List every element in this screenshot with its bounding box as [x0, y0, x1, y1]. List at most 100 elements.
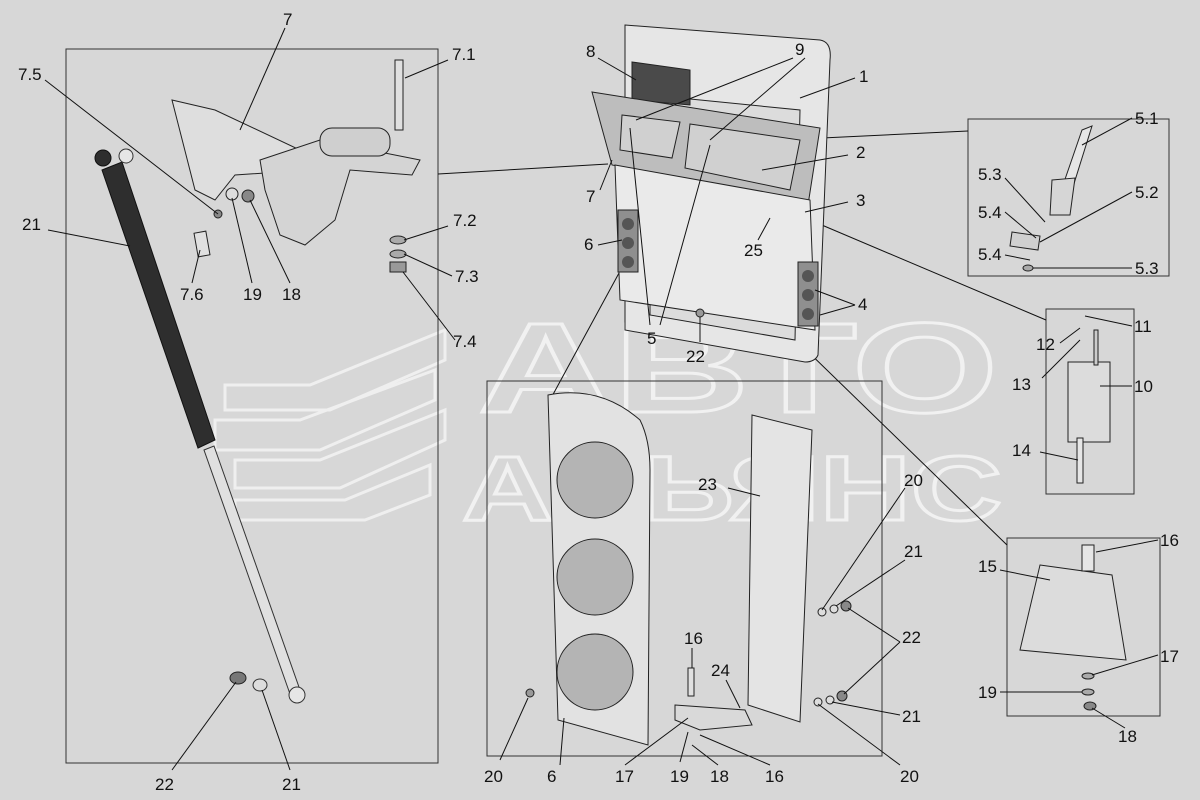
label-5: 5: [647, 329, 656, 348]
bolt-16-right: [1081, 544, 1095, 572]
label-7-4: 7.4: [453, 332, 477, 351]
label-18-hinge: 18: [282, 285, 301, 304]
group-frames: [65, 48, 1170, 764]
leader-5-2: [1039, 191, 1133, 243]
label-5-2: 5.2: [1135, 183, 1159, 202]
strut-top-ball: [118, 148, 134, 164]
label-5-1: 5.1: [1135, 109, 1159, 128]
leader-7-1: [404, 59, 449, 79]
leader-8: [597, 57, 637, 81]
bracket-group-10: [1067, 329, 1111, 484]
lock-group-5: [1009, 125, 1093, 272]
label-19-right: 19: [978, 683, 997, 702]
label-6-bottom: 6: [547, 767, 556, 786]
light-left-2: [622, 237, 634, 249]
leader-2: [761, 154, 849, 171]
leader-21-lower: [831, 701, 901, 716]
leader-15: [999, 569, 1051, 581]
leader-4a: [814, 289, 856, 306]
leader-5-4b: [1004, 254, 1031, 261]
label-21-mid: 21: [904, 542, 923, 561]
pin-7-6: [193, 230, 211, 258]
link-line-6-frame: [549, 261, 626, 401]
bolt-7-1: [394, 59, 404, 131]
leader-22-mid-a: [847, 607, 901, 643]
strut-and-hinge-group: [94, 59, 421, 704]
leader-3: [804, 201, 849, 213]
leader-7-center: [599, 159, 613, 191]
frame-bracket-10: [1045, 308, 1135, 495]
washer-5-3: [1022, 264, 1034, 272]
gas-strut-cylinder: [101, 161, 216, 449]
leader-6-center: [597, 239, 623, 246]
light-left-1: [622, 218, 634, 230]
washer-20-bottom: [813, 697, 823, 707]
bracket-group-15: [1019, 544, 1127, 711]
leader-23: [727, 487, 761, 497]
washer-17-right: [1081, 672, 1095, 680]
label-6-center: 6: [584, 235, 593, 254]
mount-plate-23: [747, 414, 813, 723]
label-19-hinge: 19: [243, 285, 262, 304]
strut-top-eye: [94, 149, 112, 167]
leader-21-mid: [835, 559, 906, 607]
frame-lock-5: [967, 118, 1170, 277]
leader-16-bottom: [699, 734, 771, 766]
light-right-1: [802, 270, 814, 282]
leader-20-left: [499, 697, 529, 761]
leader-9b: [709, 57, 806, 141]
leader-5a: [629, 127, 651, 326]
label-12: 12: [1036, 335, 1055, 354]
label-22-mid: 22: [902, 628, 921, 647]
leader-24: [725, 679, 741, 709]
leader-1: [799, 77, 856, 99]
washer-21-top: [829, 604, 839, 614]
label-4: 4: [858, 295, 867, 314]
leader-14: [1039, 451, 1079, 461]
bolt-14: [1076, 437, 1084, 484]
leader-21-bottom: [261, 689, 291, 771]
leader-7-3: [403, 253, 453, 277]
label-25: 25: [744, 241, 763, 260]
hinge-pin-housing: [319, 127, 391, 157]
label-21-lower: 21: [902, 707, 921, 726]
label-24: 24: [711, 661, 730, 680]
light-housing-group: [525, 392, 852, 746]
washer-21-left: [252, 678, 268, 692]
watermark-logo: [213, 327, 447, 522]
label-7-5: 7.5: [18, 65, 42, 84]
screw-20-center: [525, 688, 535, 698]
label-20-bottom: 20: [900, 767, 919, 786]
leader-7-4: [402, 271, 456, 341]
link-line-3-frame: [809, 219, 1047, 321]
washer-19-right: [1081, 688, 1095, 696]
leader-5-3a: [1004, 177, 1046, 223]
nut-22-left: [229, 671, 247, 685]
label-2: 2: [856, 143, 865, 162]
leader-22-left: [171, 681, 237, 771]
label-1: 1: [859, 67, 868, 86]
leader-7-5: [44, 79, 219, 215]
label-9: 9: [795, 40, 804, 59]
nut-18-right: [1083, 701, 1097, 711]
grille-flap-panel-a: [619, 114, 681, 159]
label-21-bottom: 21: [282, 775, 301, 794]
bracket-10: [1067, 361, 1111, 443]
leader-7-2: [403, 225, 449, 241]
label-20-left: 20: [484, 767, 503, 786]
washer-7-3: [389, 249, 407, 259]
leader-13: [1041, 339, 1081, 379]
label-20-top: 20: [904, 471, 923, 490]
leader-lines: [44, 27, 1159, 771]
light-left-3: [622, 256, 634, 268]
label-7-1: 7.1: [452, 45, 476, 64]
leader-22-mid-b: [843, 641, 901, 695]
light-right-3: [802, 308, 814, 320]
frame-left-strut: [65, 48, 439, 764]
label-18-right: 18: [1118, 727, 1137, 746]
light-right-2: [802, 289, 814, 301]
label-18-center: 18: [710, 767, 729, 786]
leader-4b: [819, 304, 856, 316]
